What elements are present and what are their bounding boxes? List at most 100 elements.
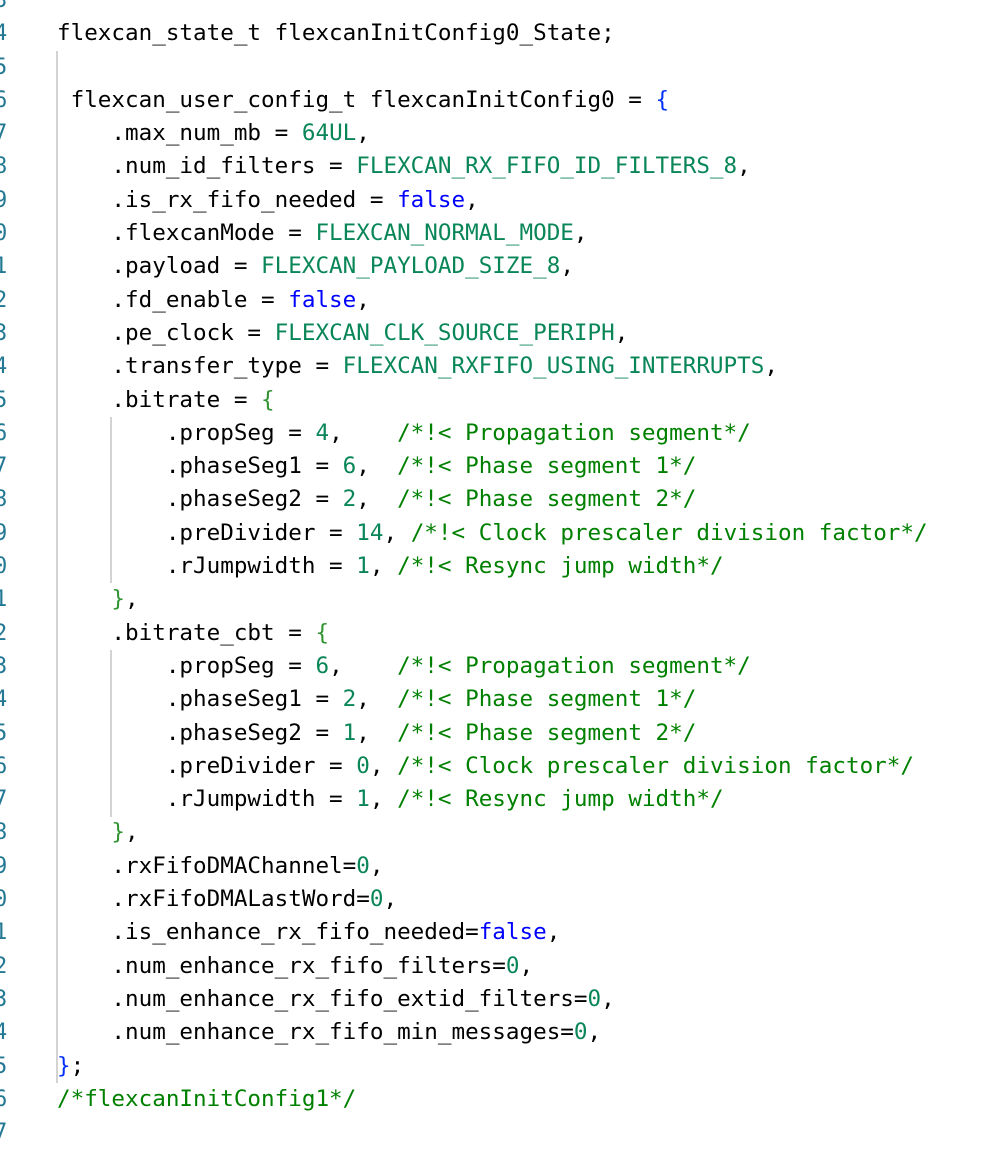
code-line[interactable]: 1 .is_enhance_rx_fifo_needed=false, xyxy=(0,916,1006,949)
code-line[interactable]: 0 .flexcanMode = FLEXCAN_NORMAL_MODE, xyxy=(0,217,1006,250)
code-line[interactable]: 0 .rxFifoDMALastWord=0, xyxy=(0,883,1006,916)
code-line[interactable]: 8 }, xyxy=(0,816,1006,849)
code-text: }, xyxy=(57,816,138,849)
code-line[interactable]: 7 .max_num_mb = 64UL, xyxy=(0,117,1006,150)
code-line[interactable]: 3 .pe_clock = FLEXCAN_CLK_SOURCE_PERIPH, xyxy=(0,317,1006,350)
code-line[interactable]: 3 xyxy=(0,0,1006,17)
number-literal: 64UL xyxy=(301,120,357,147)
code-line[interactable]: 3 .num_enhance_rx_fifo_extid_filters=0, xyxy=(0,983,1006,1016)
comment-token: /*!< Phase segment 1*/ xyxy=(397,453,697,480)
code-line[interactable]: 6 flexcan_user_config_t flexcanInitConfi… xyxy=(0,84,1006,117)
line-number: 3 xyxy=(0,0,8,13)
identifier-token: , xyxy=(369,852,384,879)
comment-token: /*!< Clock prescaler division factor*/ xyxy=(410,519,928,546)
code-line[interactable]: 4 .num_enhance_rx_fifo_min_messages=0, xyxy=(0,1016,1006,1049)
code-line[interactable]: 4 .phaseSeg1 = 2, /*!< Phase segment 1*/ xyxy=(0,683,1006,716)
identifier-token: .bitrate_cbt = xyxy=(57,619,316,646)
line-number: 5 xyxy=(0,54,8,80)
identifier-token: .propSeg = xyxy=(57,419,316,446)
code-line[interactable]: 7 xyxy=(0,1116,1006,1149)
line-number: 7 xyxy=(0,787,8,813)
code-line[interactable]: 8 .phaseSeg2 = 2, /*!< Phase segment 2*/ xyxy=(0,483,1006,516)
constant-token: FLEXCAN_NORMAL_MODE xyxy=(315,220,574,247)
line-number: 3 xyxy=(0,653,8,679)
code-text: .rJumpwidth = 1, /*!< Resync jump width*… xyxy=(57,550,724,583)
identifier-token: , xyxy=(369,553,398,580)
number-literal: 0 xyxy=(356,852,370,879)
keyword-token: false xyxy=(288,286,357,313)
identifier-token: .fd_enable = xyxy=(57,286,289,313)
code-text: .phaseSeg1 = 2, /*!< Phase segment 1*/ xyxy=(57,683,697,716)
number-literal: 6 xyxy=(315,652,330,679)
code-line[interactable]: 9 .rxFifoDMAChannel=0, xyxy=(0,850,1006,883)
code-line[interactable]: 3 .propSeg = 6, /*!< Propagation segment… xyxy=(0,650,1006,683)
code-text: .payload = FLEXCAN_PAYLOAD_SIZE_8, xyxy=(57,250,574,283)
bracket-token: { xyxy=(315,619,330,646)
code-text: .flexcanMode = FLEXCAN_NORMAL_MODE, xyxy=(57,217,587,250)
identifier-token: flexcan_user_config_t flexcanInitConfig0… xyxy=(57,86,656,113)
code-text: .preDivider = 14, /*!< Clock prescaler d… xyxy=(57,517,928,550)
line-number: 4 xyxy=(0,354,8,380)
code-line[interactable]: 2 .bitrate_cbt = { xyxy=(0,617,1006,650)
line-number: 9 xyxy=(0,187,8,213)
identifier-token: , xyxy=(546,919,561,946)
code-line[interactable]: 6 .propSeg = 4, /*!< Propagation segment… xyxy=(0,417,1006,450)
code-line[interactable]: 7 .rJumpwidth = 1, /*!< Resync jump widt… xyxy=(0,783,1006,816)
code-text: flexcan_state_t flexcanInitConfig0_State… xyxy=(57,17,615,50)
code-text: .phaseSeg2 = 1, /*!< Phase segment 2*/ xyxy=(57,717,697,750)
code-line[interactable]: 9 .is_rx_fifo_needed = false, xyxy=(0,184,1006,217)
code-text: .fd_enable = false, xyxy=(57,284,370,317)
line-number: 0 xyxy=(0,887,8,913)
code-line[interactable]: 0 .rJumpwidth = 1, /*!< Resync jump widt… xyxy=(0,550,1006,583)
code-line[interactable]: 9 .preDivider = 14, /*!< Clock prescaler… xyxy=(0,517,1006,550)
code-text: .is_rx_fifo_needed = false, xyxy=(57,184,478,217)
code-line[interactable]: 4 .transfer_type = FLEXCAN_RXFIFO_USING_… xyxy=(0,350,1006,383)
code-line[interactable]: 6 /*flexcanInitConfig1*/ xyxy=(0,1083,1006,1116)
number-literal: 1 xyxy=(356,786,370,813)
identifier-token: , xyxy=(356,286,370,313)
code-text: .pe_clock = FLEXCAN_CLK_SOURCE_PERIPH, xyxy=(57,317,628,350)
identifier-token: .preDivider = xyxy=(57,519,357,546)
line-number: 0 xyxy=(0,221,8,247)
code-line[interactable]: 5 .bitrate = { xyxy=(0,384,1006,417)
code-text: .bitrate = { xyxy=(57,384,274,417)
code-line[interactable]: 5 xyxy=(0,51,1006,84)
code-line[interactable]: 8 .num_id_filters = FLEXCAN_RX_FIFO_ID_F… xyxy=(0,150,1006,183)
code-line[interactable]: 1 }, xyxy=(0,583,1006,616)
code-line[interactable]: 2 .fd_enable = false, xyxy=(0,284,1006,317)
code-text: .preDivider = 0, /*!< Clock prescaler di… xyxy=(57,750,914,783)
code-text: flexcan_user_config_t flexcanInitConfig0… xyxy=(57,84,670,117)
code-text: .num_id_filters = FLEXCAN_RX_FIFO_ID_FIL… xyxy=(57,150,750,183)
code-line[interactable]: 1 .payload = FLEXCAN_PAYLOAD_SIZE_8, xyxy=(0,250,1006,283)
code-line[interactable]: 2 .num_enhance_rx_fifo_filters=0, xyxy=(0,950,1006,983)
keyword-token: false xyxy=(478,919,547,946)
comment-token: /*!< Propagation segment*/ xyxy=(397,419,751,446)
comment-token: /*!< Phase segment 2*/ xyxy=(397,719,697,746)
code-text: .rJumpwidth = 1, /*!< Resync jump width*… xyxy=(57,783,724,816)
identifier-token: .pe_clock = xyxy=(57,319,275,346)
identifier-token: , xyxy=(383,886,398,913)
identifier-token: , xyxy=(356,453,398,480)
comment-token: /*!< Clock prescaler division factor*/ xyxy=(397,752,914,779)
identifier-token: .phaseSeg2 = xyxy=(57,719,343,746)
identifier-token: , xyxy=(356,719,398,746)
constant-token: FLEXCAN_PAYLOAD_SIZE_8 xyxy=(261,253,561,280)
indent-guide xyxy=(110,416,112,584)
identifier-token: , xyxy=(356,686,398,713)
line-number: 6 xyxy=(0,1086,8,1112)
identifier-token: , xyxy=(601,985,615,1012)
code-line[interactable]: 5 .phaseSeg2 = 1, /*!< Phase segment 2*/ xyxy=(0,717,1006,750)
comment-token: /*!< Resync jump width*/ xyxy=(397,553,724,580)
code-line[interactable]: 5}; xyxy=(0,1050,1006,1083)
code-line[interactable]: 6 .preDivider = 0, /*!< Clock prescaler … xyxy=(0,750,1006,783)
line-number: 3 xyxy=(0,986,8,1012)
identifier-token: .phaseSeg1 = xyxy=(57,453,343,480)
comment-token: /*flexcanInitConfig1*/ xyxy=(57,1085,357,1112)
identifier-token: , xyxy=(369,752,398,779)
code-text: .num_enhance_rx_fifo_extid_filters=0, xyxy=(57,983,615,1016)
comment-token: /*!< Phase segment 2*/ xyxy=(397,486,697,513)
code-line[interactable]: 7 .phaseSeg1 = 6, /*!< Phase segment 1*/ xyxy=(0,450,1006,483)
identifier-token: .phaseSeg2 = xyxy=(57,486,343,513)
